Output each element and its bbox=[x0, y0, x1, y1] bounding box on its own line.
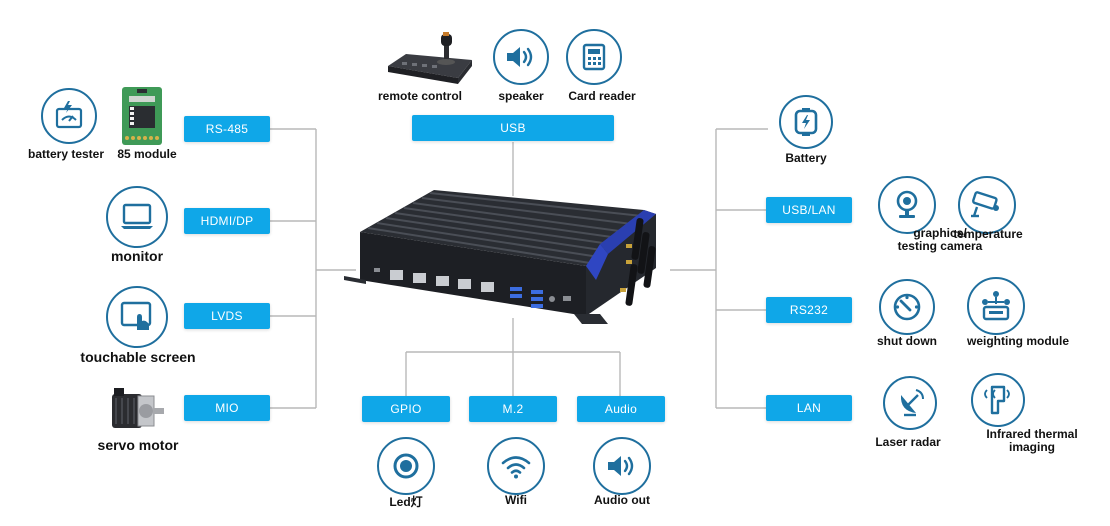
monitor-icon bbox=[106, 186, 168, 248]
m2-interface: M.2 bbox=[469, 396, 557, 422]
mio-interface: MIO bbox=[184, 395, 270, 421]
wifi-icon bbox=[487, 437, 545, 495]
shut-down-icon bbox=[879, 279, 935, 335]
wifi-label: Wifi bbox=[505, 493, 527, 507]
lvds-interface: LVDS bbox=[184, 303, 270, 329]
battery-tester-label: battery tester bbox=[27, 147, 105, 161]
usb-lan-interface: USB/LAN bbox=[766, 197, 852, 223]
module-85-image bbox=[122, 87, 162, 145]
card-reader-label: Card reader bbox=[568, 89, 636, 103]
touchable-screen-label: touchable screen bbox=[80, 349, 196, 365]
rs232-interface: RS232 bbox=[766, 297, 852, 323]
rs485-interface: RS-485 bbox=[184, 116, 270, 142]
infrared-thermal-icon bbox=[971, 373, 1025, 427]
speaker-icon bbox=[493, 29, 549, 85]
audio-interface: Audio bbox=[577, 396, 665, 422]
speaker-label: speaker bbox=[498, 89, 544, 103]
usb-interface: USB bbox=[412, 115, 614, 141]
led-label: Led灯 bbox=[389, 495, 423, 509]
gpio-interface: GPIO bbox=[362, 396, 450, 422]
monitor-label: monitor bbox=[110, 248, 164, 264]
camera-icon bbox=[878, 176, 936, 234]
shut-down-label: shut down bbox=[877, 334, 937, 348]
laser-radar-label: Laser radar bbox=[875, 435, 941, 449]
led-icon bbox=[377, 437, 435, 495]
laser-radar-icon bbox=[883, 376, 937, 430]
temperature-camera-icon bbox=[958, 176, 1016, 234]
battery-tester-icon bbox=[41, 88, 97, 144]
lan-interface: LAN bbox=[766, 395, 852, 421]
graphics-testing-camera-label: graphics/ testing camera bbox=[897, 226, 983, 253]
remote-control-label: remote control bbox=[377, 89, 462, 103]
servo-motor-label: servo motor bbox=[97, 437, 179, 453]
servo-motor-image bbox=[112, 388, 164, 428]
temperature-label: temperature bbox=[953, 227, 1023, 241]
industrial-pc-image bbox=[344, 190, 656, 324]
audio-out-label: Audio out bbox=[594, 493, 650, 507]
card-reader-icon bbox=[566, 29, 622, 85]
audio-out-icon bbox=[593, 437, 651, 495]
battery-icon bbox=[779, 95, 833, 149]
weighting-module-label: weighting module bbox=[967, 334, 1069, 348]
touch-screen-icon bbox=[106, 286, 168, 348]
hdmi-dp-interface: HDMI/DP bbox=[184, 208, 270, 234]
remote-control-image bbox=[388, 32, 472, 84]
module-85-label: 85 module bbox=[117, 147, 177, 161]
battery-label: Battery bbox=[785, 151, 827, 165]
infrared-thermal-imaging-label: Infrared thermal imaging bbox=[986, 427, 1078, 454]
weighting-module-icon bbox=[967, 277, 1025, 335]
